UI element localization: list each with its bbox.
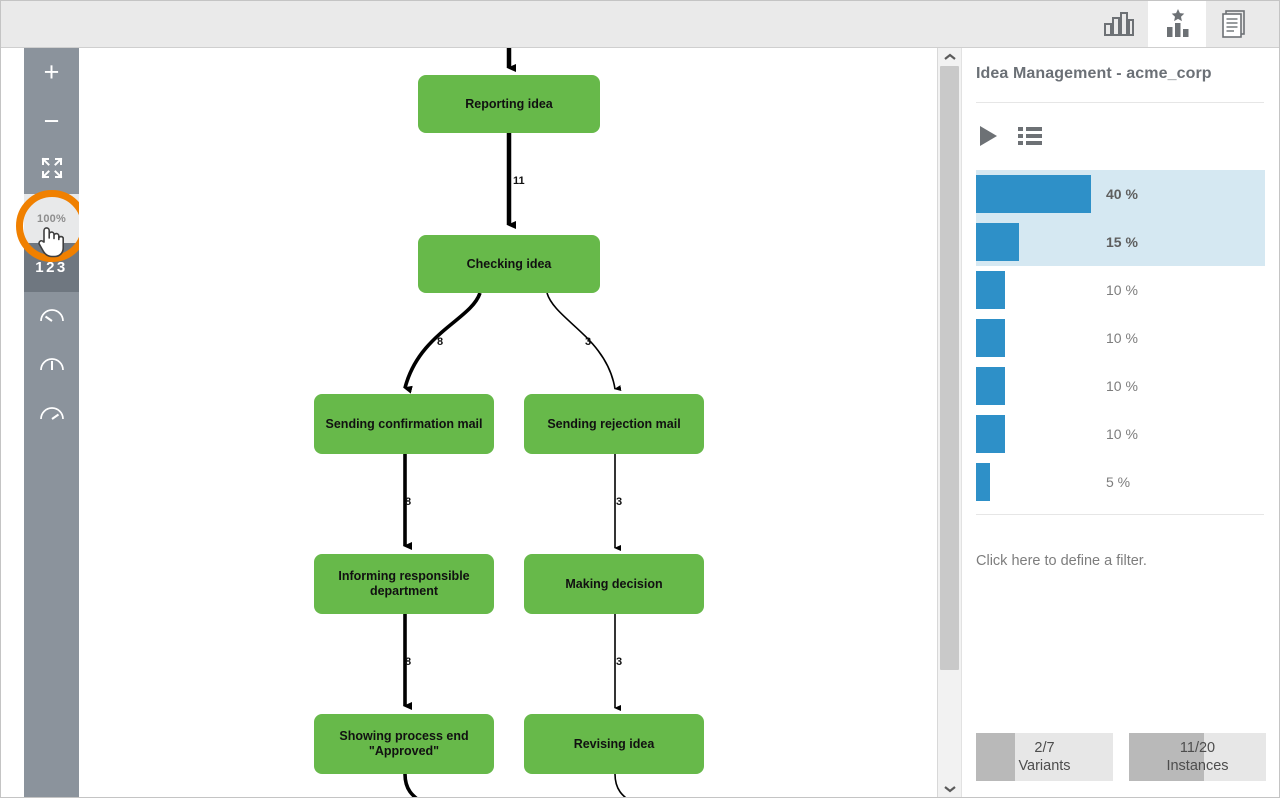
process-node[interactable]: Making decision (524, 554, 704, 614)
define-filter-link[interactable]: Click here to define a filter. (976, 553, 1147, 569)
variant-bar (976, 367, 1005, 405)
diagram-toolbar: + − 100% (24, 48, 79, 798)
variants-caption: Variants (1018, 758, 1071, 774)
panel-title: Idea Management - acme_corp (976, 65, 1212, 82)
variant-bar (976, 463, 990, 501)
chevron-up-icon (943, 48, 956, 66)
zoom-in-button[interactable]: + (24, 48, 79, 97)
scrollbar-thumb[interactable] (940, 66, 959, 670)
process-edges (403, 48, 628, 798)
variants-progress-fill (976, 733, 1015, 781)
variant-bar (976, 415, 1005, 453)
node-label: Checking idea (466, 256, 552, 271)
fit-to-screen-button[interactable] (24, 146, 79, 194)
edge-count-label: 3 (616, 656, 623, 668)
process-graph: Reporting idea Checking idea Sending con… (79, 48, 937, 798)
edge-count-label: 8 (437, 336, 444, 348)
minus-icon: − (43, 106, 60, 136)
node-label: Making decision (565, 576, 663, 591)
panel-divider-lower (976, 514, 1264, 515)
tab-process-overview[interactable] (1148, 0, 1206, 47)
plus-icon: + (43, 57, 60, 87)
edge-count-label: 11 (513, 175, 525, 187)
zoom-level-button[interactable]: 100% (24, 194, 79, 243)
variant-row[interactable]: 10 % (976, 410, 1265, 458)
process-diagram-canvas[interactable]: Reporting idea Checking idea Sending con… (79, 48, 937, 798)
gauge-low-button[interactable] (24, 292, 79, 341)
zoom-level-label: 100% (37, 212, 66, 225)
variants-value: 2/7 (1034, 740, 1055, 756)
chevron-down-icon (943, 780, 956, 798)
variant-row[interactable]: 10 % (976, 314, 1265, 362)
fit-screen-icon (40, 156, 64, 185)
variant-percentage: 5 % (1106, 474, 1131, 490)
instances-stat-button[interactable]: 11/20 Instances (1129, 733, 1266, 781)
edge-count-label: 3 (585, 336, 592, 348)
view-tabs (1090, 0, 1264, 47)
edge-count-label: 3 (616, 496, 623, 508)
variant-bar (976, 223, 1019, 261)
stats-row: 2/7 Variants 11/20 Instances (976, 733, 1266, 781)
edge-count-label: 8 (405, 496, 412, 508)
node-label: Reporting idea (465, 96, 553, 111)
play-icon[interactable] (976, 124, 1000, 148)
node-label: Sending confirmation mail (325, 416, 483, 431)
process-node[interactable]: Revising idea (524, 714, 704, 774)
process-node[interactable]: Informing responsible department (314, 554, 494, 614)
tab-documents[interactable] (1206, 0, 1264, 47)
variant-frequency-chart: 40 % 15 % 10 % 10 % 10 % 10 % (976, 170, 1265, 506)
node-label: Informing responsible department (338, 569, 470, 598)
top-header-bar (0, 0, 1280, 48)
zoom-out-button[interactable]: − (24, 97, 79, 146)
variant-row[interactable]: 15 % (976, 218, 1265, 266)
variants-stat-button[interactable]: 2/7 Variants (976, 733, 1113, 781)
variant-percentage: 10 % (1106, 426, 1138, 442)
variant-percentage: 40 % (1106, 186, 1138, 202)
variants-panel: Idea Management - acme_corp 40 % (961, 48, 1280, 798)
panel-action-icons (976, 124, 1042, 148)
gauge-low-icon (39, 304, 65, 329)
variant-bar (976, 271, 1005, 309)
process-node[interactable]: Showing process end "Approved" (314, 714, 494, 774)
scroll-down-button[interactable] (938, 780, 961, 798)
scroll-up-button[interactable] (938, 48, 961, 66)
bar-chart-star-icon (1161, 8, 1193, 39)
variant-row[interactable]: 40 % (976, 170, 1265, 218)
variants-stat-label: 2/7 Variants (976, 733, 1113, 781)
process-node[interactable]: Reporting idea (418, 75, 600, 133)
instances-stat-label: 11/20 Instances (1129, 733, 1266, 781)
documents-icon (1220, 9, 1250, 39)
variant-row[interactable]: 10 % (976, 266, 1265, 314)
instances-caption: Instances (1166, 758, 1229, 774)
node-label: Sending rejection mail (547, 416, 681, 431)
variant-row[interactable]: 5 % (976, 458, 1265, 506)
canvas-vertical-scrollbar[interactable] (937, 48, 961, 798)
node-label: Showing process end "Approved" (339, 729, 469, 758)
variant-percentage: 10 % (1106, 282, 1138, 298)
variant-percentage: 10 % (1106, 330, 1138, 346)
gauge-mid-icon (39, 353, 65, 378)
list-icon[interactable] (1018, 126, 1042, 146)
node-label: Revising idea (573, 736, 655, 751)
edge-count-label: 8 (405, 656, 412, 668)
variant-percentage: 10 % (1106, 378, 1138, 394)
bar-chart-icon (1103, 11, 1135, 37)
variant-percentage: 15 % (1106, 234, 1138, 250)
variant-row[interactable]: 10 % (976, 362, 1265, 410)
gauge-mid-button[interactable] (24, 341, 79, 390)
panel-divider (976, 102, 1264, 103)
tab-statistics[interactable] (1090, 0, 1148, 47)
variant-bar (976, 319, 1005, 357)
variant-bar (976, 175, 1091, 213)
process-node[interactable]: Sending confirmation mail (314, 394, 494, 454)
process-node[interactable]: Sending rejection mail (524, 394, 704, 454)
gauge-high-icon (39, 402, 65, 427)
numbers-label: 123 (35, 259, 68, 276)
instances-progress-fill (1129, 733, 1204, 781)
process-node[interactable]: Checking idea (418, 235, 600, 293)
show-numbers-button[interactable]: 123 (24, 243, 79, 292)
gauge-high-button[interactable] (24, 390, 79, 439)
instances-value: 11/20 (1179, 740, 1216, 756)
